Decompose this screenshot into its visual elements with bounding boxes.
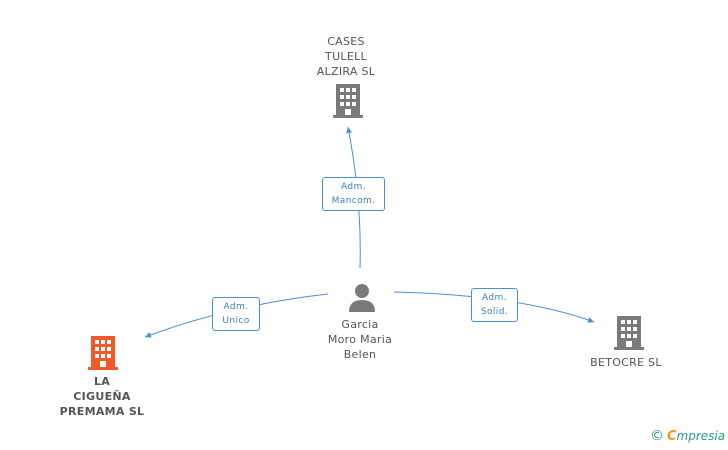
node-label-line: PREMAMA SL [59,405,145,418]
building-icon[interactable] [333,84,363,118]
building-icon[interactable] [88,336,118,370]
relation-line: Mancom. [331,196,376,206]
node-label-line: ALZIRA SL [316,65,376,78]
relation-line: Adm. [341,182,366,192]
person-icon[interactable] [347,282,377,312]
brand-initial: C [667,429,677,444]
node-label-line: CIGUEÑA [73,390,131,403]
node-label-line: CASES [327,35,365,48]
brand-name: mpresia [676,429,726,443]
node-label-line: TULELL [325,50,367,63]
relation-line: Solid. [480,307,509,317]
relation-label-left[interactable]: Adm. Unico [212,297,260,331]
node-label-line: Moro Maria [327,333,393,346]
relation-label-right[interactable]: Adm. Solid. [471,288,518,322]
relation-line: Unico [222,316,250,326]
relation-line: Adm. [223,302,249,312]
relation-line: Adm. [482,293,507,303]
copyright-icon: © [650,428,664,444]
building-icon[interactable] [614,316,644,350]
node-label-line: Garcia [341,318,379,331]
node-label-line: LA [93,375,111,388]
node-label-left[interactable]: LA CIGUEÑA PREMAMA SL [50,374,154,419]
node-label-center[interactable]: Garcia Moro Maria Belen [310,317,410,362]
relation-label-top[interactable]: Adm. Mancom. [322,177,385,211]
node-label-top[interactable]: CASES TULELL ALZIRA SL [300,34,392,79]
node-label-right[interactable]: BETOCRE SL [580,355,672,370]
node-label-line: Belen [343,348,377,361]
node-label-line: BETOCRE SL [590,356,662,369]
brand-watermark: ©Cmpresia [650,428,725,444]
